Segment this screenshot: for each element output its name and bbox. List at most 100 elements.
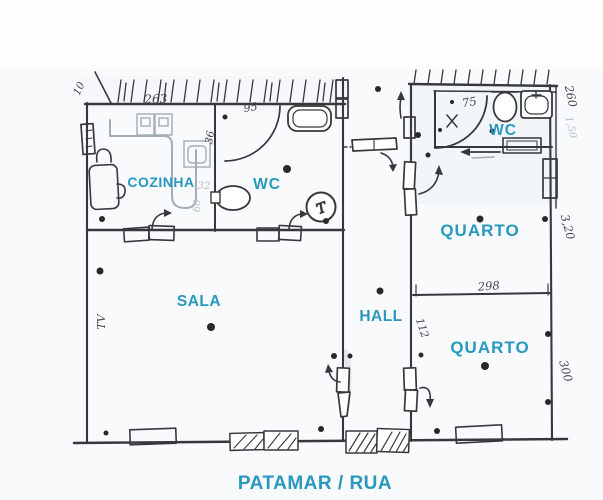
sink-tap <box>210 191 221 204</box>
stove-knob <box>140 117 151 127</box>
kitchen-counter <box>109 119 197 210</box>
radiator-quarto-bottom <box>454 424 504 444</box>
dim-260: 260 <box>562 83 580 108</box>
ink-dot <box>222 114 228 120</box>
hatch-lines <box>348 431 409 453</box>
ink-dot <box>542 216 548 222</box>
ink-dot <box>323 218 329 224</box>
door-arrowhead-quarto-top <box>435 165 443 175</box>
radiator-wc-right <box>502 137 542 154</box>
wall-bottom-exterior <box>72 437 569 445</box>
door-arrow-cozinha <box>151 212 166 230</box>
door-arrowhead-sala-hall <box>325 364 333 373</box>
room-label-quarto-bottom: QUARTO <box>450 338 529 357</box>
ink-dot <box>425 152 431 158</box>
dim-263: 263 <box>143 92 168 107</box>
lightwell-up-arrowhead <box>397 91 405 100</box>
ink-dot <box>376 287 384 295</box>
door-arrow-sala-hall <box>328 370 341 383</box>
chair-back <box>95 148 112 163</box>
ink-dot <box>99 216 105 222</box>
radiator-sala-bottom <box>128 427 178 446</box>
dim-112: 112 <box>413 317 431 340</box>
ink-dot <box>481 362 489 370</box>
door-arrowhead-cozinha <box>164 209 172 217</box>
sink-basin <box>187 145 207 164</box>
stove-knob <box>158 117 169 127</box>
radiators <box>122 137 542 446</box>
ink-dot <box>103 430 109 436</box>
stairs-hatch-left-doubles <box>123 82 326 102</box>
hatching <box>94 69 550 104</box>
ink-dot <box>347 353 353 359</box>
sink-outer <box>183 140 211 168</box>
table <box>88 163 120 211</box>
ink-dot <box>434 428 440 434</box>
room-label-cozinha: COZINHA <box>127 174 194 190</box>
dim-32: 32 <box>198 181 211 192</box>
door-arrow-quarto-top <box>418 171 440 195</box>
ink-dot <box>318 426 324 432</box>
ink-dots <box>96 86 551 436</box>
entrance-door-hall <box>345 427 411 454</box>
windows <box>80 79 558 199</box>
dim-150: 1,50 <box>563 115 579 140</box>
hall-top-door-arrowhead <box>389 164 397 172</box>
bathroom-right-fixtures <box>435 90 553 159</box>
dim-320: 3,20 <box>558 213 578 241</box>
window-cozinha-left-panes <box>85 129 93 148</box>
wall-top-right-apartment <box>407 82 559 88</box>
paper-top-band <box>0 0 603 70</box>
door-leaf-quarto-top-b <box>403 187 418 217</box>
door-leaf-quarto-bottom-a <box>402 366 418 392</box>
stove <box>136 113 173 136</box>
window-sala-bottom <box>229 430 299 452</box>
ink-dot <box>418 352 424 358</box>
doors <box>151 91 443 418</box>
dim-36: 36 <box>203 130 217 146</box>
dim-60: 60 <box>191 198 203 212</box>
dim-95: 95 <box>243 100 259 115</box>
ink-dot <box>476 215 484 223</box>
ink-dot <box>545 331 551 337</box>
room-label-quarto-top: QUARTO <box>440 221 519 240</box>
sink-tap-cross <box>531 90 542 99</box>
stairs-diagonal <box>94 71 112 104</box>
kitchen-fixtures <box>88 113 211 211</box>
dim-298: 298 <box>476 278 500 294</box>
room-label-wc-right: WC <box>489 122 517 139</box>
window-rightapt-left <box>403 116 416 139</box>
ink-dot <box>96 267 104 275</box>
wall-right-exterior <box>548 83 554 442</box>
ink-dot <box>283 165 291 173</box>
arrow-shadow <box>471 156 495 159</box>
dimension-labels: 263 95 36 10 75 260 1,50 3,20 298 112 30… <box>71 80 580 384</box>
sink-left-wc <box>215 185 251 211</box>
ink-dot <box>207 323 215 331</box>
radiator-sala-right-b <box>277 224 303 242</box>
door-leaf-quarto-bottom-b <box>403 388 419 413</box>
dimension-ticks-298 <box>415 283 549 297</box>
window-lightwell-lower <box>335 98 349 119</box>
room-label-patamar-rua: PATAMAR / RUA <box>238 473 392 494</box>
door-leaf-sala-hall-b <box>337 391 351 418</box>
bathroom-left-fixtures: T <box>210 105 337 223</box>
room-label-hall: HALL <box>359 308 402 325</box>
hatch-lines <box>233 432 297 450</box>
dim-75: 75 <box>461 94 478 110</box>
radiator-wc-right-inner <box>506 140 538 151</box>
door-arrowhead-quarto-bottom <box>426 399 434 408</box>
door-cell <box>375 427 411 454</box>
ink-dot <box>331 353 337 359</box>
door-arc-wc-left <box>224 105 281 162</box>
wc-entry-arrowhead <box>460 148 470 156</box>
stove-right <box>154 113 173 136</box>
hatch-right <box>413 69 550 85</box>
radiator-sala-left-b <box>147 224 176 242</box>
tv-annotation: TV <box>95 313 108 329</box>
toilet-right-wc <box>492 91 518 123</box>
